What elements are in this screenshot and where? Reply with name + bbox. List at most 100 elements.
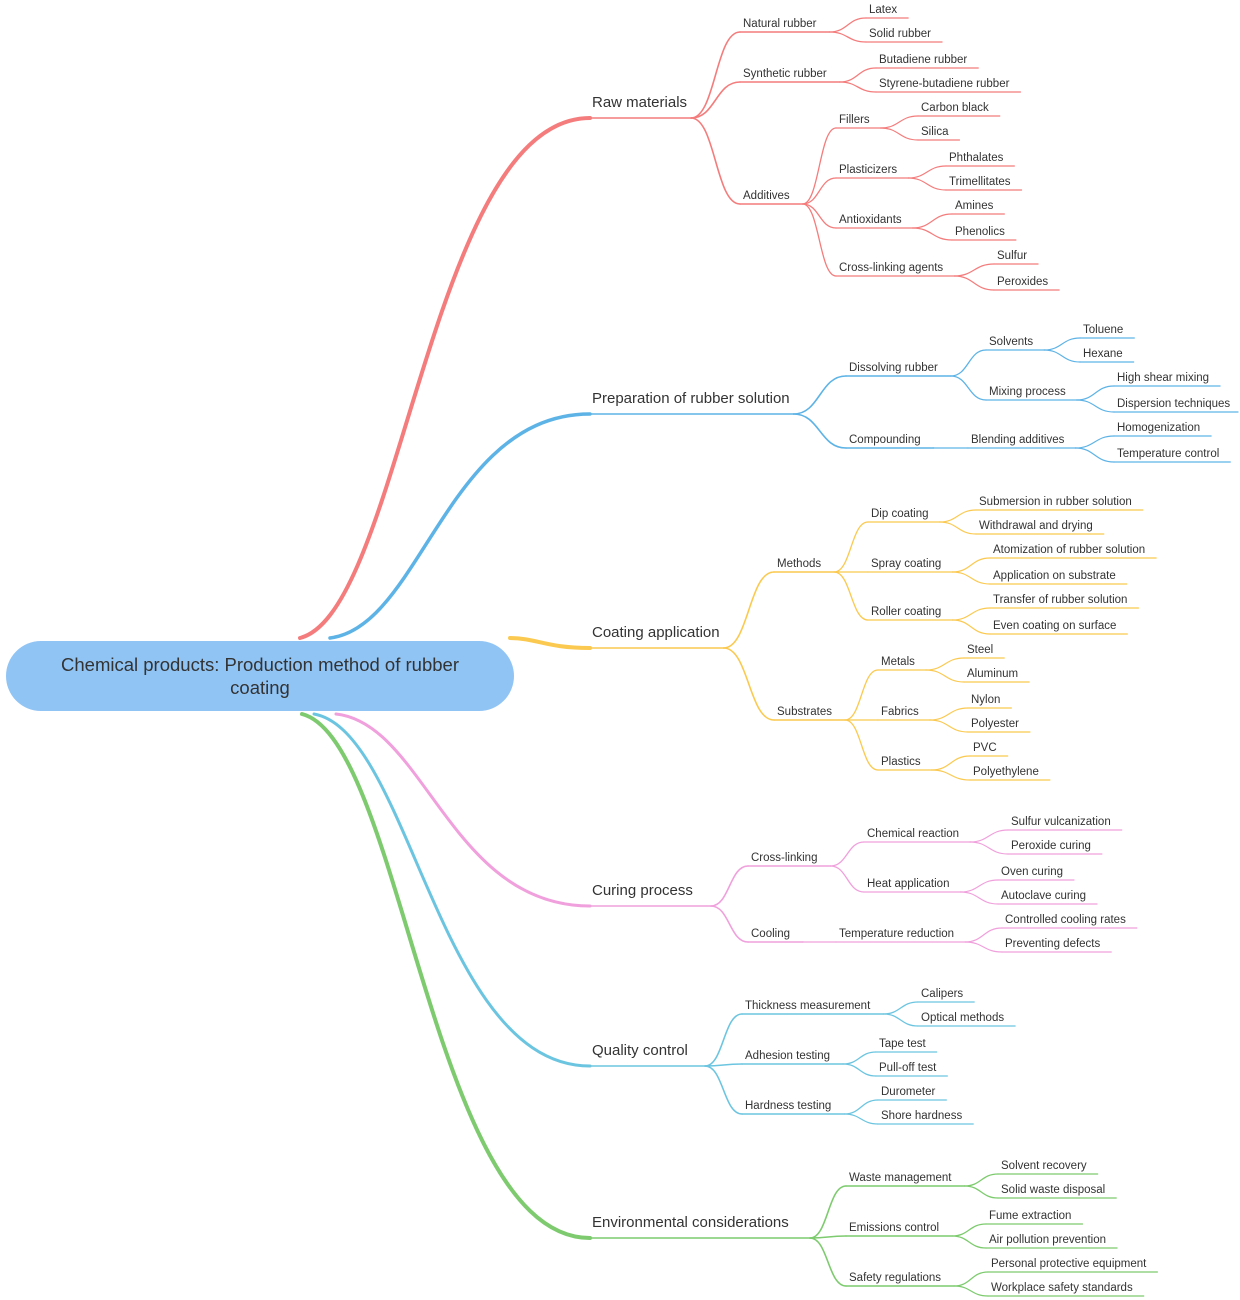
node-metals[interactable]: Metals xyxy=(881,656,915,668)
node-solvent-recovery[interactable]: Solvent recovery xyxy=(1001,1160,1087,1172)
branch-environmental-considerations[interactable]: Environmental considerations xyxy=(592,1214,789,1231)
leaf-sulfur-vulcanization[interactable]: Sulfur vulcanization xyxy=(1011,816,1111,828)
leaf-atomization-of-rubber-solution[interactable]: Atomization of rubber solution xyxy=(993,544,1145,556)
node-air-pollution-prevention[interactable]: Air pollution prevention xyxy=(989,1234,1106,1246)
leaf-oven-curing[interactable]: Oven curing xyxy=(1001,866,1063,878)
node-mixing-process[interactable]: Mixing process xyxy=(989,386,1066,398)
node-adhesion-testing[interactable]: Adhesion testing xyxy=(745,1050,830,1062)
node-calipers[interactable]: Calipers xyxy=(921,988,963,1000)
link-withdrawal-and-drying xyxy=(938,521,977,535)
node-dip-coating[interactable]: Dip coating xyxy=(871,508,929,520)
node-solid-rubber[interactable]: Solid rubber xyxy=(869,28,931,40)
leaf-silica[interactable]: Silica xyxy=(921,126,949,138)
leaf-sulfur[interactable]: Sulfur xyxy=(997,250,1027,262)
root-node[interactable]: Chemical products: Production method of … xyxy=(6,641,514,711)
leaf-peroxides[interactable]: Peroxides xyxy=(997,276,1048,288)
branch-link-curing-process xyxy=(334,712,592,908)
leaf-amines[interactable]: Amines xyxy=(955,200,994,212)
leaf-transfer-of-rubber-solution[interactable]: Transfer of rubber solution xyxy=(993,594,1127,606)
leaf-peroxide-curing[interactable]: Peroxide curing xyxy=(1011,840,1091,852)
node-cooling[interactable]: Cooling xyxy=(751,928,790,940)
node-thickness-measurement[interactable]: Thickness measurement xyxy=(745,1000,871,1012)
branch-link-environmental-considerations xyxy=(300,712,592,1240)
leaf-application-on-substrate[interactable]: Application on substrate xyxy=(993,570,1116,582)
node-fillers[interactable]: Fillers xyxy=(839,114,870,126)
branch-curing-process[interactable]: Curing process xyxy=(592,882,693,899)
node-waste-management[interactable]: Waste management xyxy=(849,1172,952,1184)
node-blending-additives[interactable]: Blending additives xyxy=(971,434,1065,446)
node-tape-test[interactable]: Tape test xyxy=(879,1038,926,1050)
link-nylon xyxy=(929,707,969,721)
node-roller-coating[interactable]: Roller coating xyxy=(871,606,941,618)
link-styrene-butadiene-rubber xyxy=(839,81,877,93)
leaf-polyester[interactable]: Polyester xyxy=(971,718,1019,730)
node-substrates[interactable]: Substrates xyxy=(777,706,832,718)
leaf-pvc[interactable]: PVC xyxy=(973,742,997,754)
leaf-withdrawal-and-drying[interactable]: Withdrawal and drying xyxy=(979,520,1093,532)
link-thickness-measurement xyxy=(704,1013,743,1067)
leaf-hexane[interactable]: Hexane xyxy=(1083,348,1123,360)
branch-link-quality-control xyxy=(312,712,592,1068)
node-safety-regulations[interactable]: Safety regulations xyxy=(849,1272,941,1284)
leaf-high-shear-mixing[interactable]: High shear mixing xyxy=(1117,372,1209,384)
link-emissions-control xyxy=(809,1235,847,1239)
branch-coating-application[interactable]: Coating application xyxy=(592,624,720,641)
node-shore-hardness[interactable]: Shore hardness xyxy=(881,1110,962,1122)
node-natural-rubber[interactable]: Natural rubber xyxy=(743,18,817,30)
leaf-polyethylene[interactable]: Polyethylene xyxy=(973,766,1039,778)
leaf-steel[interactable]: Steel xyxy=(967,644,993,656)
node-solvents[interactable]: Solvents xyxy=(989,336,1033,348)
node-spray-coating[interactable]: Spray coating xyxy=(871,558,941,570)
leaf-preventing-defects[interactable]: Preventing defects xyxy=(1005,938,1101,950)
node-cross-linking-agents[interactable]: Cross-linking agents xyxy=(839,262,943,274)
leaf-aluminum[interactable]: Aluminum xyxy=(967,668,1018,680)
node-compounding[interactable]: Compounding xyxy=(849,434,921,446)
leaf-toluene[interactable]: Toluene xyxy=(1083,324,1123,336)
node-personal-protective-equipment[interactable]: Personal protective equipment xyxy=(991,1258,1147,1270)
node-styrene-butadiene-rubber[interactable]: Styrene-butadiene rubber xyxy=(879,78,1010,90)
link-high-shear-mixing xyxy=(1076,385,1115,401)
node-chemical-reaction[interactable]: Chemical reaction xyxy=(867,828,959,840)
leaf-temperature-control[interactable]: Temperature control xyxy=(1117,448,1219,460)
leaf-carbon-black[interactable]: Carbon black xyxy=(921,102,989,114)
branch-quality-control[interactable]: Quality control xyxy=(592,1042,688,1059)
node-plasticizers[interactable]: Plasticizers xyxy=(839,164,897,176)
link-toluene xyxy=(1043,337,1081,351)
node-temperature-reduction[interactable]: Temperature reduction xyxy=(839,928,954,940)
node-methods[interactable]: Methods xyxy=(777,558,821,570)
node-antioxidants[interactable]: Antioxidants xyxy=(839,214,902,226)
node-fume-extraction[interactable]: Fume extraction xyxy=(989,1210,1071,1222)
node-dissolving-rubber[interactable]: Dissolving rubber xyxy=(849,362,938,374)
branch-preparation-of-rubber-solution[interactable]: Preparation of rubber solution xyxy=(592,390,790,407)
link-autoclave-curing xyxy=(959,891,999,905)
leaf-autoclave-curing[interactable]: Autoclave curing xyxy=(1001,890,1086,902)
leaf-phthalates[interactable]: Phthalates xyxy=(949,152,1004,164)
node-fabrics[interactable]: Fabrics xyxy=(881,706,919,718)
leaf-controlled-cooling-rates[interactable]: Controlled cooling rates xyxy=(1005,914,1126,926)
leaf-phenolics[interactable]: Phenolics xyxy=(955,226,1005,238)
leaf-trimellitates[interactable]: Trimellitates xyxy=(949,176,1011,188)
leaf-submersion-in-rubber-solution[interactable]: Submersion in rubber solution xyxy=(979,496,1132,508)
node-butadiene-rubber[interactable]: Butadiene rubber xyxy=(879,54,967,66)
link-mixing-process xyxy=(950,375,987,401)
node-optical-methods[interactable]: Optical methods xyxy=(921,1012,1004,1024)
node-latex[interactable]: Latex xyxy=(869,4,897,16)
node-additives[interactable]: Additives xyxy=(743,190,790,202)
node-heat-application[interactable]: Heat application xyxy=(867,878,949,890)
node-durometer[interactable]: Durometer xyxy=(881,1086,935,1098)
link-phenolics xyxy=(912,227,953,241)
node-synthetic-rubber[interactable]: Synthetic rubber xyxy=(743,68,827,80)
leaf-dispersion-techniques[interactable]: Dispersion techniques xyxy=(1117,398,1230,410)
leaf-homogenization[interactable]: Homogenization xyxy=(1117,422,1200,434)
node-solid-waste-disposal[interactable]: Solid waste disposal xyxy=(1001,1184,1105,1196)
node-workplace-safety-standards[interactable]: Workplace safety standards xyxy=(991,1282,1133,1294)
link-polyethylene xyxy=(931,769,971,781)
node-emissions-control[interactable]: Emissions control xyxy=(849,1222,939,1234)
node-plastics[interactable]: Plastics xyxy=(881,756,921,768)
leaf-nylon[interactable]: Nylon xyxy=(971,694,1000,706)
node-hardness-testing[interactable]: Hardness testing xyxy=(745,1100,831,1112)
node-pull-off-test[interactable]: Pull-off test xyxy=(879,1062,937,1074)
node-cross-linking[interactable]: Cross-linking xyxy=(751,852,817,864)
leaf-even-coating-on-surface[interactable]: Even coating on surface xyxy=(993,620,1116,632)
branch-raw-materials[interactable]: Raw materials xyxy=(592,94,687,111)
